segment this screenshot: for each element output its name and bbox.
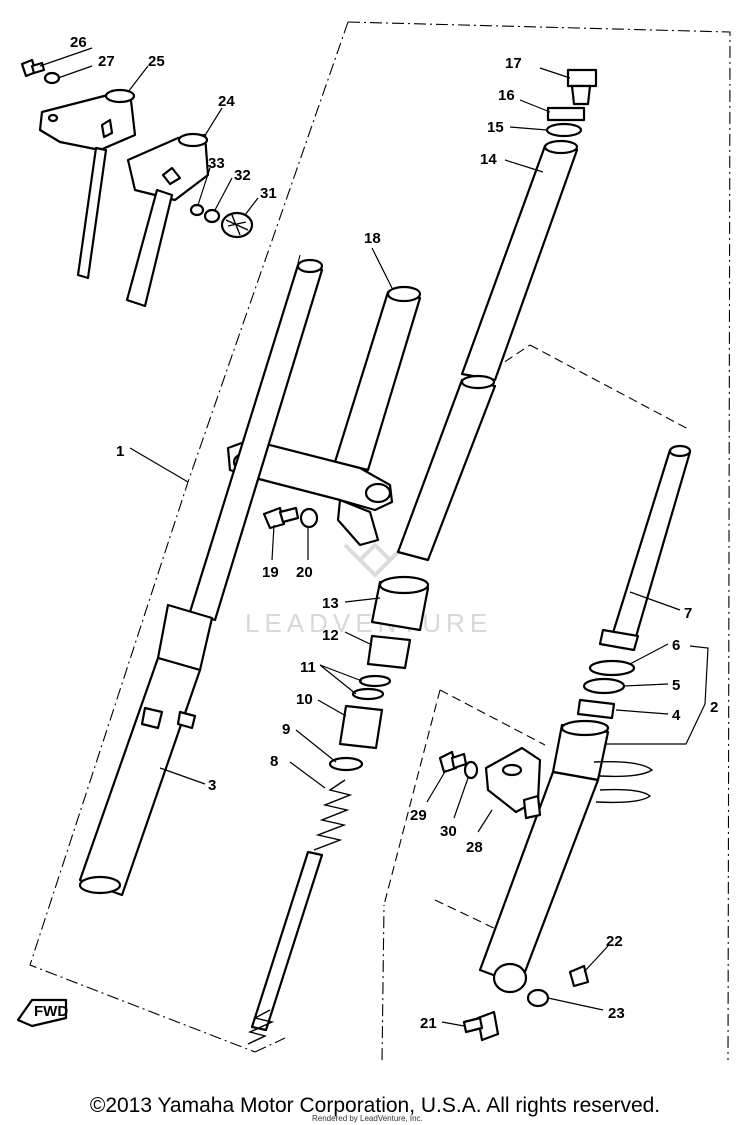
part-24-handlebar-holder xyxy=(125,132,210,308)
callout-12: 12 xyxy=(322,627,339,644)
callout-23: 23 xyxy=(608,1005,625,1022)
callout-25: 25 xyxy=(148,53,165,70)
part-28-bracket xyxy=(484,746,542,820)
part-5-washer xyxy=(582,677,626,695)
part-9-seat xyxy=(328,756,364,772)
callout-14: 14 xyxy=(480,151,497,168)
part-20-washer xyxy=(299,507,319,529)
part-4-seal xyxy=(576,698,616,720)
copyright-notice: ©2013 Yamaha Motor Corporation, U.S.A. A… xyxy=(89,1094,661,1117)
rendered-by-note: Rendered by LeadVenture, Inc. xyxy=(312,1114,423,1123)
part-33-nut xyxy=(189,203,205,217)
part-15-o-ring xyxy=(545,122,583,138)
callout-26: 26 xyxy=(70,34,87,51)
part-14-inner-tube xyxy=(396,139,579,562)
callout-32: 32 xyxy=(234,167,251,184)
callout-29: 29 xyxy=(410,807,427,824)
part-16-washer xyxy=(546,106,586,122)
callout-16: 16 xyxy=(498,87,515,104)
part-27-washer xyxy=(43,71,61,85)
part-31-cap xyxy=(220,211,254,239)
part-19-bolt xyxy=(262,506,300,530)
callout-numbers: 26 27 25 24 33 32 31 17 16 15 14 18 1 19… xyxy=(70,34,718,1032)
leader-lines xyxy=(39,47,709,1027)
callout-11: 11 xyxy=(300,659,316,676)
part-22-bolt xyxy=(568,964,590,988)
callout-27: 27 xyxy=(98,53,115,70)
callout-15: 15 xyxy=(487,119,504,136)
callout-8: 8 xyxy=(270,753,278,770)
callout-24: 24 xyxy=(218,93,235,110)
callout-13: 13 xyxy=(322,595,339,612)
callout-4: 4 xyxy=(672,707,681,724)
callout-7: 7 xyxy=(684,605,692,622)
callout-2: 2 xyxy=(710,699,718,716)
part-32-washer xyxy=(203,208,221,224)
callout-33: 33 xyxy=(208,155,225,172)
part-1-front-fork-left xyxy=(78,258,324,897)
callout-6: 6 xyxy=(672,637,680,654)
part-23-washer xyxy=(526,988,550,1008)
part-18-under-bracket xyxy=(226,285,422,547)
callout-22: 22 xyxy=(606,933,623,950)
part-11-clip-b xyxy=(351,687,385,701)
callout-9: 9 xyxy=(282,721,290,738)
part-10-bushing xyxy=(338,704,384,750)
part-26-bolt xyxy=(20,58,46,78)
part-7-fork-tube xyxy=(598,444,692,652)
callout-19: 19 xyxy=(262,564,279,581)
part-8-fork-spring xyxy=(247,779,353,1045)
part-29-bolt xyxy=(438,750,468,774)
fwd-arrow-icon: FWD xyxy=(16,998,68,1028)
callout-31: 31 xyxy=(260,185,277,202)
callout-1: 1 xyxy=(116,443,124,460)
callout-3: 3 xyxy=(208,777,216,794)
callout-18: 18 xyxy=(364,230,381,247)
part-13-top xyxy=(378,575,430,595)
part-6-clip xyxy=(588,659,636,677)
part-25-handlebar-holder xyxy=(38,88,137,280)
part-2-front-fork-right xyxy=(478,719,654,994)
callout-28: 28 xyxy=(466,839,483,856)
part-11-clip-a xyxy=(358,674,392,688)
part-21-bolt xyxy=(462,1010,500,1042)
callout-30: 30 xyxy=(440,823,457,840)
callout-10: 10 xyxy=(296,691,313,708)
fork-exploded-diagram: LEADVENTURE xyxy=(16,21,731,1060)
watermark-text: LEADVENTURE xyxy=(245,608,492,638)
watermark-logo: LEADVENTURE xyxy=(245,542,492,638)
callout-21: 21 xyxy=(420,1015,437,1032)
part-12-oil-seal xyxy=(366,634,412,670)
part-17-cap-bolt xyxy=(566,68,598,106)
fwd-label: FWD xyxy=(34,1003,68,1020)
callout-5: 5 xyxy=(672,677,680,694)
part-30-washer xyxy=(463,760,479,780)
callout-17: 17 xyxy=(505,55,522,72)
callout-20: 20 xyxy=(296,564,313,581)
